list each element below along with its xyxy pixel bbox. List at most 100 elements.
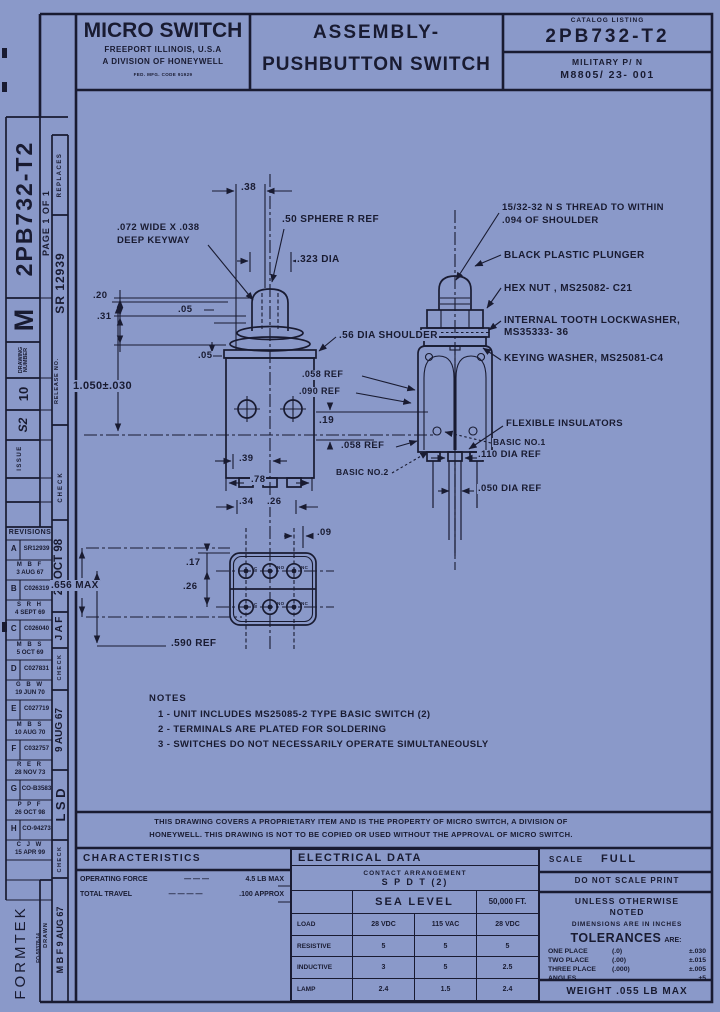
terminal-no-label: NO [277,601,285,606]
sheet-title-line2: PUSHBUTTON SWITCH [262,54,491,75]
resistive-value-2: 5 [414,934,476,957]
revision-number: C027831 [23,665,50,672]
unless-otherwise-line2: NOTED [609,907,645,917]
revision-letter: D [10,664,18,673]
proprietary-notice-line1: THIS DRAWING COVERS A PROPRIETARY ITEM A… [154,817,568,826]
basic-no2-label: BASIC NO.2 [335,467,390,478]
revision-letter: F [11,744,17,753]
dia-323-label: .323 DIA [296,254,341,265]
inductive-value-2: 5 [414,956,476,979]
tolerance-row: THREE PLACE (.000) ±.005 [548,966,706,975]
ref-590-label: .590 REF [170,638,218,649]
dim-31-label: .31 [96,311,113,323]
basic-no1-label: BASIC NO.1 [492,437,547,448]
revision-letter: E [11,704,17,713]
ref-058b-label: .058 REF [340,440,386,452]
max-656-label: .656 MAX [50,580,100,591]
inductive-row-label: INDUCTIVE [292,956,352,978]
tolerance-paren: (.0) [612,948,623,955]
load-col-3: 28 VDC [476,912,538,935]
keying-washer-label: KEYING WASHER, MS25081-C4 [503,353,665,364]
military-pn-label: MILITARY P/ N [572,56,643,67]
operating-force-value: 4.5 LB MAX [245,876,284,883]
dim-26a-label: .26 [266,496,283,508]
revision-initials: M B S [16,722,44,728]
sidebar-check-label-3: CHECK [56,845,63,873]
contact-arrangement-label: CONTACT ARRANGEMENT [363,869,467,877]
inductive-value-1: 3 [352,956,414,979]
catalog-listing-label: CATALOG LISTING [570,17,645,24]
revisions-title: REVISIONS [8,529,52,536]
note-item-1: 1 - UNIT INCLUDES MS25085-2 TYPE BASIC S… [157,709,432,721]
flexible-insulators-label: FLEXIBLE INSULATORS [505,418,625,430]
company-address-line1: FREEPORT ILLINOIS, U.S.A [104,45,222,54]
sidebar-drawing-number-label: DRAWING NUMBER [10,344,38,376]
keyway-label-line1: .072 WIDE X .038 [116,222,201,234]
tolerance-name: THREE PLACE [548,966,596,973]
sidebar-drawn-signature: M B F 9 AUG 67 [54,906,65,974]
sidebar-drawing-number: 2PB732-T2 [10,140,37,277]
tolerance-paren: (.000) [612,966,630,973]
tolerances-heading: TOLERANCES ARE: [540,931,712,945]
resistive-value-3: 5 [476,934,538,957]
notes-title: NOTES [148,693,188,705]
sidebar-release-number: SR 12939 [52,252,67,314]
lamp-value-2: 1.5 [414,978,476,1000]
revision-number: SR12939 [23,545,50,552]
sidebar-drawn-label: DRAWN [42,922,49,948]
contact-arrangement-value: S P D T (2) [381,876,449,887]
dimension-lines [78,184,504,647]
electrical-data-title: ELECTRICAL DATA [292,850,538,867]
grid-corner-cell [292,891,352,913]
tolerance-name: ANGLES [548,975,577,982]
note-item-3: 3 - SWITCHES DO NOT NECESSARILY OPERATE … [157,739,490,751]
tolerances-are-word: ARE: [664,937,682,944]
dim-26b-label: .26 [182,581,199,593]
sidebar-check-label-2: CHECK [56,653,63,681]
hex-nut-label: HEX NUT , MS25082- C21 [503,283,634,294]
revision-letter: C [10,624,18,633]
note-item-2: 2 - TERMINALS ARE PLATED FOR SOLDERING [157,724,388,736]
revision-date: 15 APR 99 [14,849,46,856]
tolerance-paren: (.00) [612,957,626,964]
proprietary-notice-line2: HONEYWELL. THIS DRAWING IS NOT TO BE COP… [149,830,573,839]
revision-date: 5 OCT 69 [16,649,44,656]
form-number: FO-50378-14 [35,933,42,963]
characteristics-title: CHARACTERISTICS [83,853,202,864]
tolerance-value: ±5 [698,975,706,982]
total-travel-row: TOTAL TRAVEL — — — — .100 APPROX [80,891,284,898]
sheet-title-line1: ASSEMBLY- [312,22,441,43]
tolerance-list: ONE PLACE (.0) ±.030 TWO PLACE (.00) ±.0… [548,948,706,984]
lockwasher-label-line2: MS35333- 36 [503,327,570,338]
dim-19-label: .19 [318,415,336,426]
sidebar-release-label: RELEASE NO. [53,357,60,405]
tolerance-row: TWO PLACE (.00) ±.015 [548,957,706,966]
sidebar-check-date-1: 26 OCT 98 [52,538,65,596]
tolerance-value: ±.030 [689,948,706,955]
revision-initials: M B F [16,562,44,568]
leader-dashes: — — — — [168,891,203,898]
electrical-ratings-grid: SEA LEVEL 50,000 FT. LOAD 28 VDC 115 VAC… [292,891,538,1000]
tolerance-paren [612,975,654,984]
dim-34-label: .34 [238,496,255,508]
dim-17-label: .17 [185,557,202,569]
leader-dashes: — — — [184,876,209,883]
contact-arrangement: CONTACT ARRANGEMENT S P D T (2) [292,866,538,892]
dim-1050-label: 1.050±.030 [72,380,133,393]
sphere-radius-label: .50 SPHERE R REF [281,214,380,225]
resistive-row-label: RESISTIVE [292,934,352,957]
tolerance-name: ONE PLACE [548,948,588,955]
revision-date: 3 AUG 67 [16,569,44,576]
load-col-1: 28 VDC [352,912,414,935]
revision-number: C027719 [23,705,50,712]
company-address-line2: A DIVISION OF HONEYWELL [102,57,224,66]
revision-number: C026040 [23,625,50,632]
revision-number: C026319 [23,585,50,592]
dim-78-label: .78 [250,474,267,486]
operating-force-label: OPERATING FORCE [80,876,148,883]
unless-otherwise-line1: UNLESS OTHERWISE [574,896,680,906]
revision-date: 19 JUN 70 [15,689,45,696]
ref-058a-label: .058 REF [301,369,345,380]
revision-initials: S R H [16,602,43,608]
dim-05a-label: .05 [177,304,194,316]
